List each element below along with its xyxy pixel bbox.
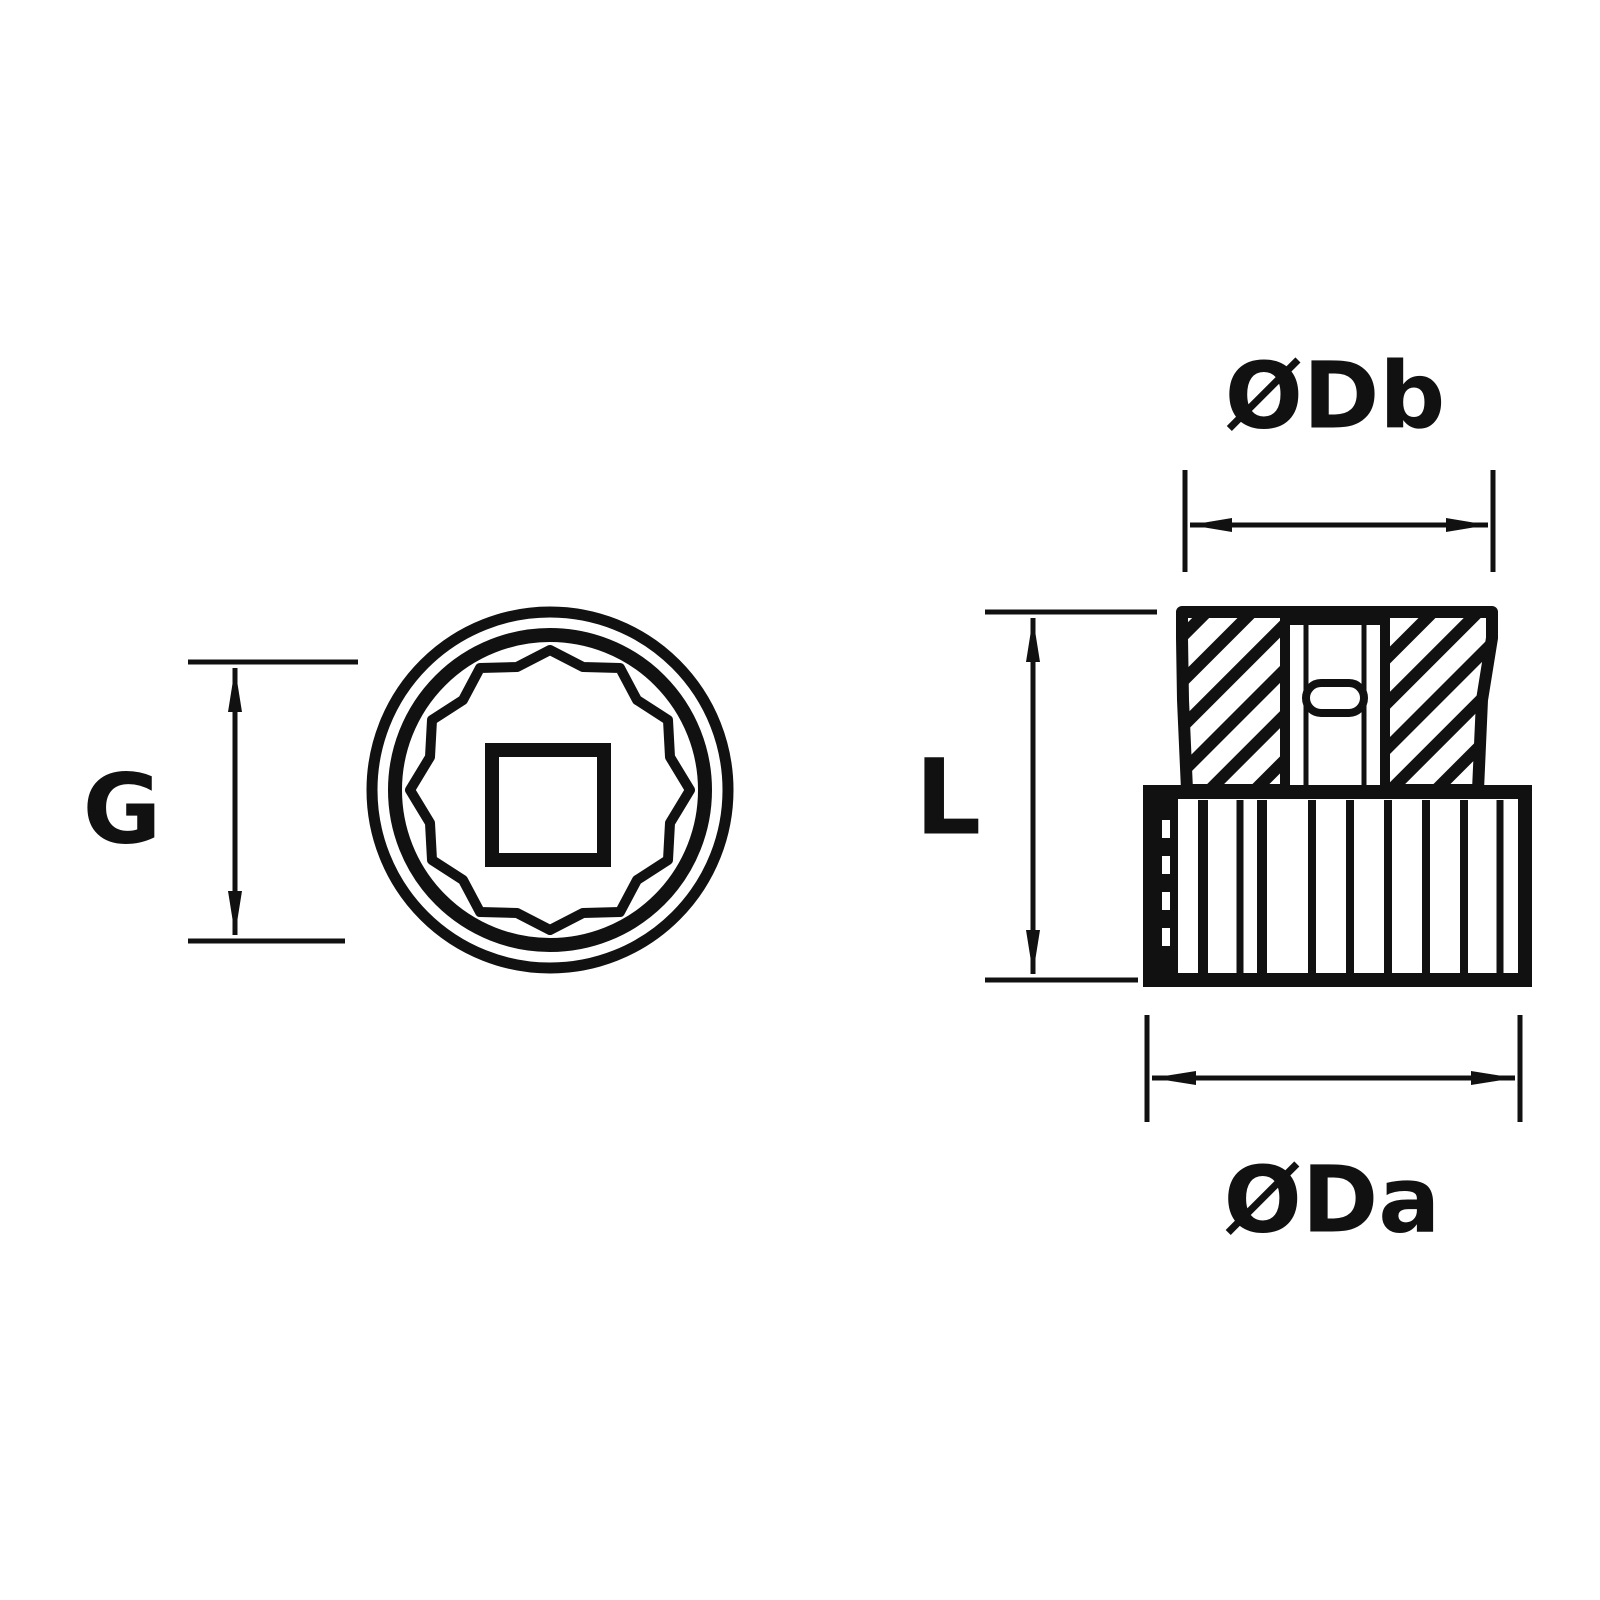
da-label: ØDa <box>1224 1146 1441 1253</box>
l-label: L <box>915 736 981 858</box>
square-drive <box>485 743 611 867</box>
end-view <box>366 606 734 974</box>
g-arrow-top <box>228 668 242 712</box>
lower-body-left-edge-highlights <box>1162 820 1170 946</box>
detent-hole <box>1302 679 1368 717</box>
db-arrow-left <box>1190 518 1232 532</box>
dimension-g: G <box>83 659 358 944</box>
l-arrow-top <box>1026 618 1040 662</box>
da-arrow-left <box>1152 1071 1196 1085</box>
lower-body-flutes <box>1198 800 1504 973</box>
dimension-db: ØDb <box>1182 342 1496 572</box>
da-arrow-right <box>1471 1071 1515 1085</box>
socket-bore-12-point <box>405 645 695 935</box>
socket-outer-ring <box>366 606 734 974</box>
dimension-da: ØDa <box>1144 1015 1523 1253</box>
g-arrow-bottom <box>228 891 242 935</box>
l-arrow-bottom <box>1026 930 1040 974</box>
dimension-l: L <box>915 609 1157 983</box>
side-view <box>1143 606 1532 987</box>
db-label: ØDb <box>1225 342 1445 449</box>
g-label: G <box>83 753 162 865</box>
db-arrow-right <box>1446 518 1488 532</box>
socket-inner-ring <box>388 628 712 952</box>
